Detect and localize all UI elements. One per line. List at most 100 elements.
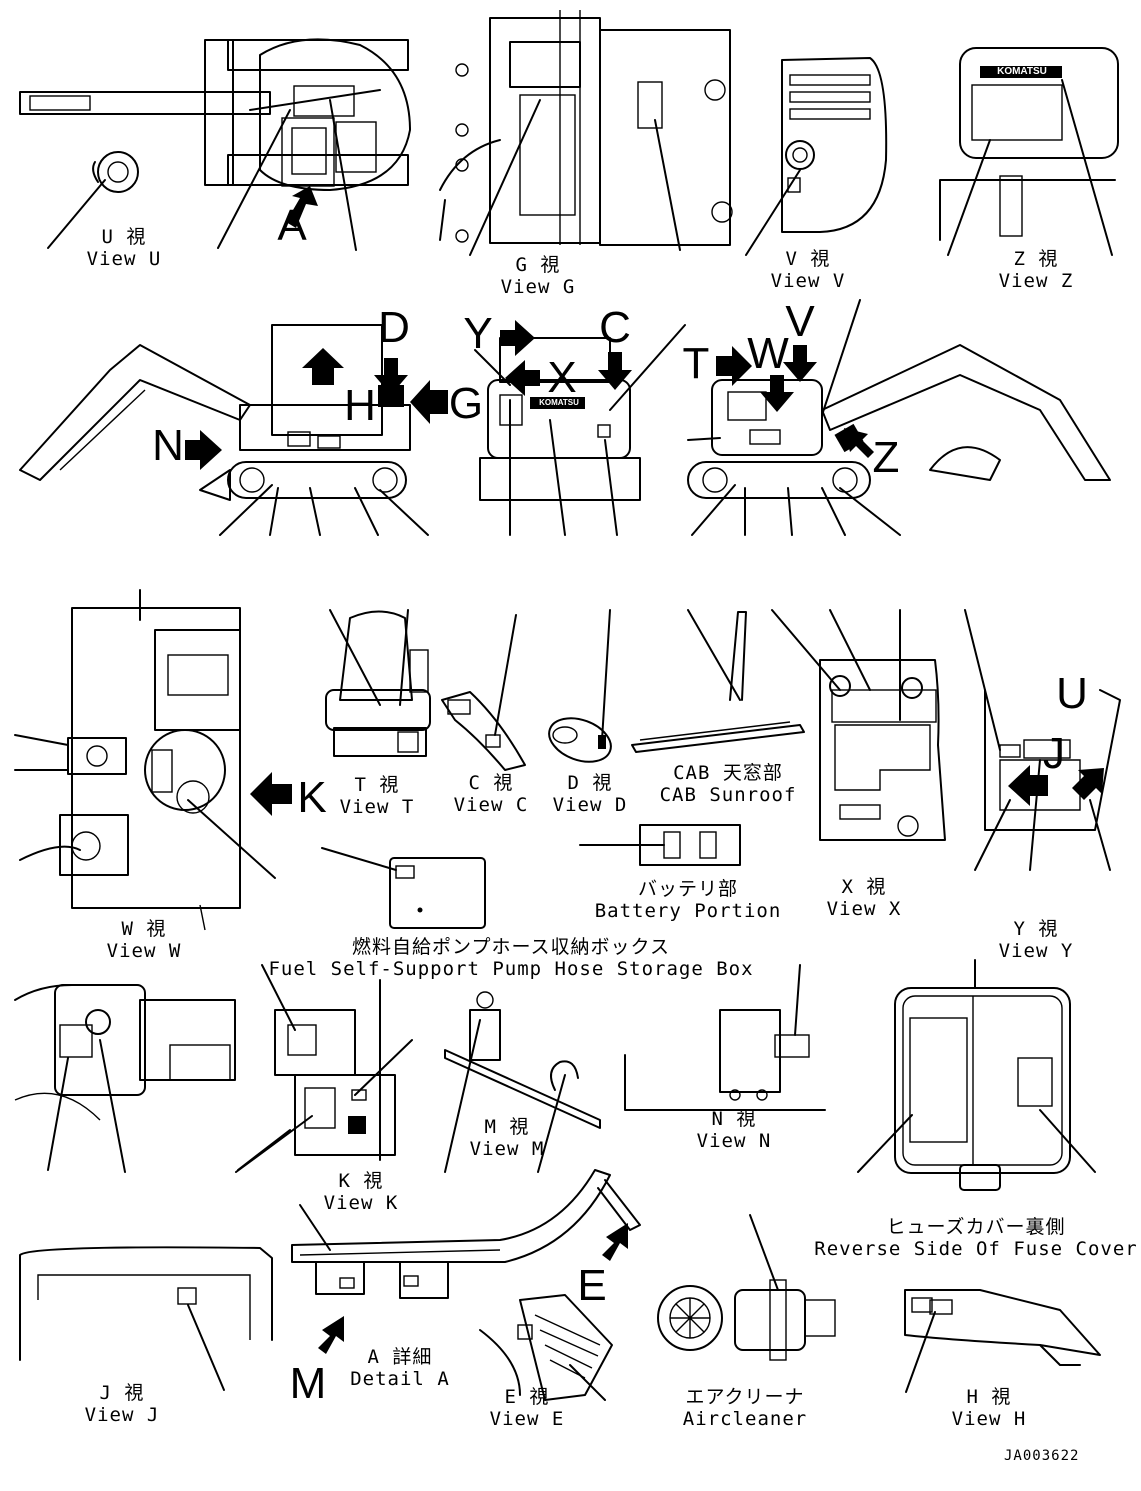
- lower-left-unit: [14, 984, 291, 1173]
- letter-y: Y: [463, 309, 493, 358]
- leader-line: [821, 487, 846, 536]
- caption-jp: バッテリ部: [637, 878, 738, 900]
- arrow-d: [374, 358, 408, 395]
- leader-line: [474, 349, 511, 386]
- caption-view-e: E 視 View E: [490, 1386, 565, 1430]
- view-h-part: [904, 1289, 1101, 1393]
- caption-en: View H: [951, 1408, 1027, 1430]
- caption-jp: CAB 天窓部: [673, 762, 783, 784]
- arrow-x: [505, 360, 540, 396]
- view-n-part: [624, 964, 826, 1111]
- cab-sunroof-part: [631, 609, 805, 753]
- letter-j: J: [1043, 729, 1065, 778]
- leader-line: [219, 484, 273, 536]
- letter-k: K: [297, 773, 327, 822]
- leader-line: [604, 439, 618, 536]
- leader-line: [821, 299, 861, 416]
- fuel-box-part: [321, 847, 486, 929]
- letter-a: A: [277, 201, 307, 250]
- fuse-cover-part: [857, 959, 1096, 1191]
- caption-jp: K 視: [338, 1170, 384, 1192]
- caption-view-w: W 視 View W: [107, 918, 182, 962]
- leader-line: [687, 437, 721, 441]
- arrow-v: [783, 345, 817, 382]
- leader-line: [309, 487, 321, 536]
- arrow-a: [286, 186, 318, 228]
- caption-view-d: D 視 View D: [553, 772, 628, 816]
- caption-jp: Y 視: [1013, 918, 1059, 940]
- caption-en: View T: [339, 796, 415, 818]
- arrow-t: [716, 346, 752, 386]
- leader-line: [269, 487, 279, 536]
- caption-en: CAB Sunroof: [659, 784, 797, 806]
- letter-d: D: [378, 303, 410, 352]
- view-z-part: [939, 47, 1119, 256]
- caption-en: View M: [469, 1138, 545, 1160]
- letter-n: N: [152, 421, 184, 470]
- caption-en: View X: [826, 898, 902, 920]
- caption-view-t: T 視 View T: [340, 774, 415, 818]
- caption-jp: エアクリーナ: [685, 1386, 805, 1408]
- leader-line: [691, 484, 736, 536]
- letter-u: U: [1056, 669, 1088, 718]
- caption-en: View D: [552, 794, 628, 816]
- caption-view-g: G 視 View G: [501, 254, 576, 298]
- caption-jp: M 視: [484, 1116, 530, 1138]
- letter-h: H: [344, 381, 376, 430]
- caption-en: View J: [84, 1404, 160, 1426]
- caption-en: Reverse Side Of Fuse Cover: [814, 1238, 1138, 1260]
- caption-en: View Y: [998, 940, 1074, 962]
- caption-jp: E 視: [504, 1386, 550, 1408]
- caption-en: View G: [500, 276, 576, 298]
- caption-view-m: M 視 View M: [470, 1116, 545, 1160]
- caption-jp: T 視: [354, 774, 400, 796]
- leader-line: [549, 419, 566, 536]
- aircleaner-part: [657, 1214, 836, 1361]
- caption-battery: バッテリ部 Battery Portion: [595, 878, 782, 922]
- caption-view-u: U 視 View U: [87, 226, 162, 270]
- caption-jp: ヒューズカバー裏側: [886, 1216, 1066, 1238]
- view-t-part: [325, 609, 431, 757]
- caption-en: Aircleaner: [682, 1408, 808, 1430]
- arrow-j: [1072, 768, 1104, 800]
- view-g-part: [439, 10, 733, 256]
- leader-line: [217, 109, 291, 249]
- leader-line: [787, 487, 793, 536]
- arrow-m: [318, 1316, 344, 1354]
- caption-aircleaner: エアクリーナ Aircleaner: [683, 1386, 807, 1430]
- caption-jp: 燃料自給ポンプホース収納ボックス: [352, 936, 670, 958]
- caption-en: Fuel Self-Support Pump Hose Storage Box: [268, 958, 754, 980]
- caption-jp: V 視: [785, 248, 831, 270]
- view-w-part: [14, 589, 276, 931]
- caption-jp: A 詳細: [367, 1346, 433, 1368]
- caption-jp: J 視: [99, 1382, 145, 1404]
- view-k-part: [235, 964, 413, 1173]
- caption-en: View V: [770, 270, 846, 292]
- caption-jp: N 視: [711, 1108, 757, 1130]
- caption-view-j: J 視 View J: [85, 1382, 160, 1426]
- view-c-part: [441, 614, 526, 771]
- letter-e: E: [577, 1261, 607, 1310]
- caption-en: Detail A: [350, 1368, 450, 1390]
- caption-view-k: K 視 View K: [324, 1170, 399, 1214]
- caption-view-v: V 視 View V: [771, 248, 846, 292]
- battery-part: [579, 824, 741, 866]
- view-m-part: [444, 991, 601, 1173]
- caption-jp: Z 視: [1013, 248, 1059, 270]
- letter-z: Z: [872, 433, 900, 482]
- caption-fuel-box: 燃料自給ポンプホース収納ボックス Fuel Self-Support Pump …: [268, 936, 753, 980]
- leader-line: [379, 489, 429, 536]
- leader-line: [354, 487, 379, 536]
- caption-en: View K: [323, 1192, 399, 1214]
- letter-x: X: [547, 353, 577, 402]
- caption-en: View Z: [998, 270, 1074, 292]
- letter-c: C: [599, 303, 631, 352]
- caption-jp: D 視: [567, 772, 613, 794]
- caption-view-n: N 視 View N: [697, 1108, 772, 1152]
- caption-fuse-cover: ヒューズカバー裏側 Reverse Side Of Fuse Cover: [814, 1216, 1137, 1260]
- letter-t: T: [682, 339, 710, 388]
- arrow-u: [1008, 765, 1048, 806]
- arrow-n: [185, 430, 222, 470]
